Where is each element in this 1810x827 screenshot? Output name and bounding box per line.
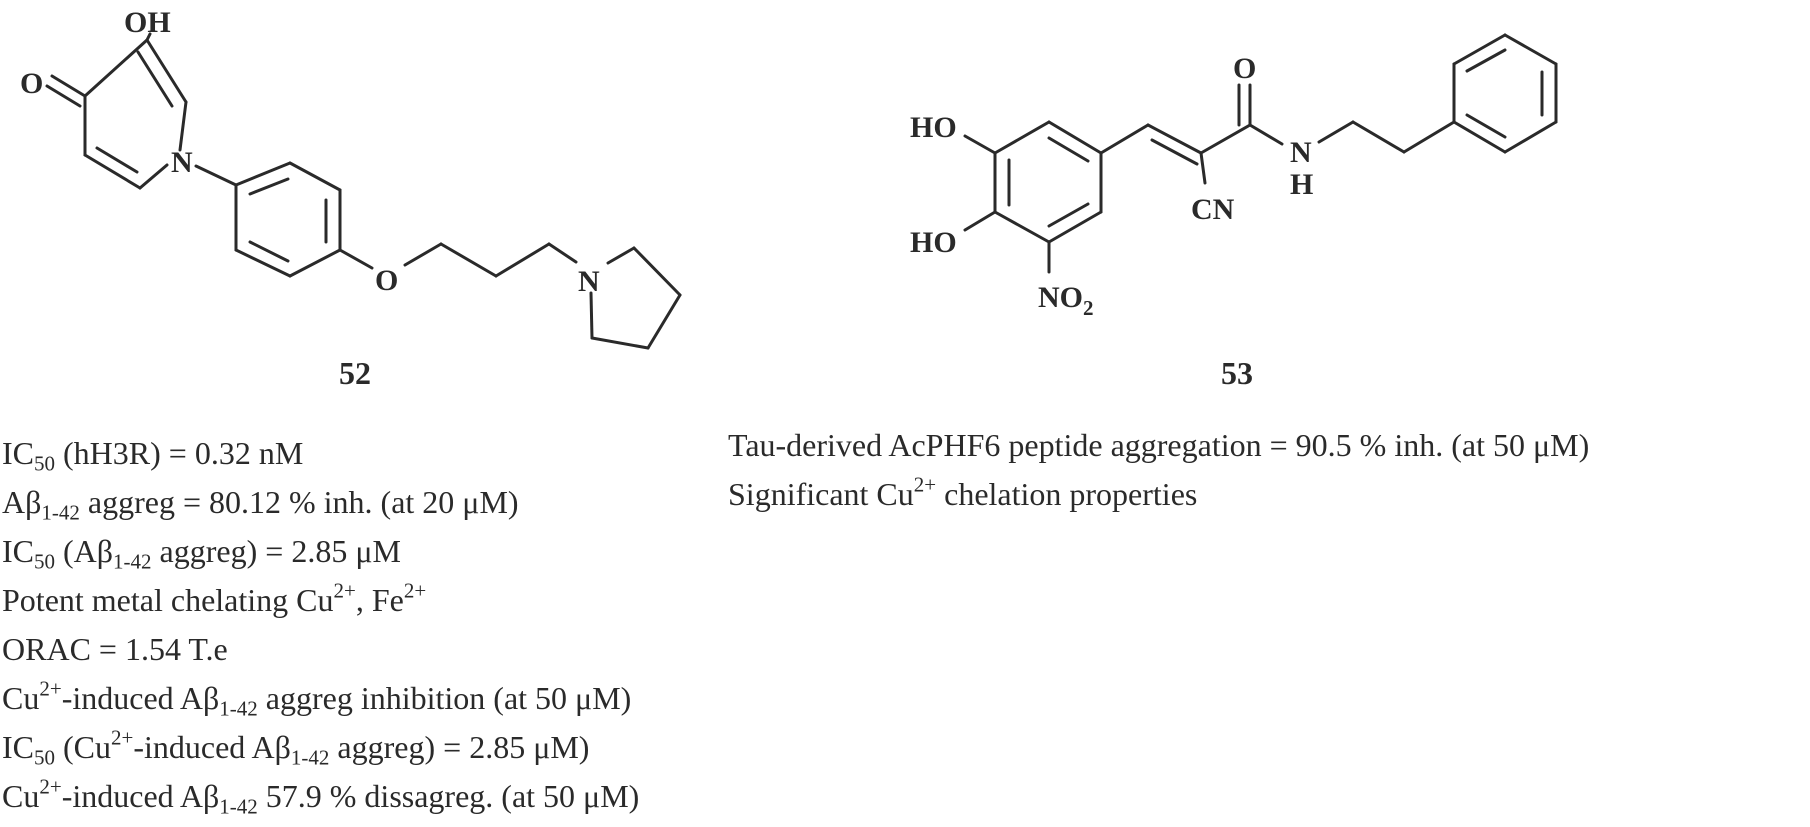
property-text: aggreg = 80.12 % inh. (at 20 μM) <box>79 484 519 520</box>
compound-53-properties: Tau-derived AcPHF6 peptide aggregation =… <box>728 421 1589 519</box>
atom-o-keto: O <box>20 67 43 100</box>
atom-n-pyrrolidine: N <box>578 265 600 298</box>
superscript: 2+ <box>333 578 356 603</box>
property-text: IC <box>2 729 34 765</box>
property-line: Significant Cu2+ chelation properties <box>728 470 1589 519</box>
property-text: (hH3R) = 0.32 nM <box>55 435 304 471</box>
compound-53-structure: HO HO NO2 CN O N H <box>910 33 1558 320</box>
property-text: aggreg) = 2.85 μM) <box>329 729 590 765</box>
property-text: Tau-derived AcPHF6 peptide aggregation =… <box>728 427 1590 463</box>
property-text: aggreg inhibition (at 50 μM) <box>257 680 632 716</box>
atom-o-amide: O <box>1233 52 1256 85</box>
subscript: 1-42 <box>219 794 258 819</box>
superscript: 2+ <box>403 578 427 603</box>
property-line: Potent metal chelating Cu2+, Fe2+ <box>2 576 639 625</box>
property-text: (Aβ <box>55 533 114 569</box>
property-line: IC50 (Aβ1-42 aggreg) = 2.85 μM <box>2 527 639 576</box>
atom-no2: NO2 <box>1038 281 1094 320</box>
property-text: , Fe <box>355 582 404 618</box>
property-line: Cu2+-induced Aβ1-42 57.9 % dissagreg. (a… <box>2 772 639 821</box>
atom-h-amide: H <box>1290 168 1313 201</box>
atom-cn: CN <box>1191 193 1235 226</box>
compound-53-label: 53 <box>1221 355 1253 391</box>
property-line: Tau-derived AcPHF6 peptide aggregation =… <box>728 421 1589 470</box>
property-line: IC50 (hH3R) = 0.32 nM <box>2 429 639 478</box>
property-text: Cu <box>2 778 40 814</box>
superscript: 2+ <box>111 725 134 750</box>
subscript: 50 <box>34 745 55 770</box>
property-text: -induced Aβ <box>61 778 220 814</box>
property-text: ORAC = 1.54 T.e <box>2 631 228 667</box>
property-line: Cu2+-induced Aβ1-42 aggreg inhibition (a… <box>2 674 639 723</box>
atom-o-ether: O <box>375 264 398 297</box>
atom-n-pyridinone: N <box>171 146 193 179</box>
subscript: 1-42 <box>41 500 80 525</box>
property-text: -induced Aβ <box>133 729 291 765</box>
property-text: Significant Cu <box>728 476 914 512</box>
superscript: 2+ <box>39 774 62 799</box>
property-text: IC <box>2 435 34 471</box>
subscript: 50 <box>34 451 55 476</box>
atom-n-amide: N <box>1290 136 1312 169</box>
property-text: aggreg) = 2.85 μM <box>151 533 401 569</box>
compound-52-label: 52 <box>339 355 371 391</box>
superscript: 2+ <box>913 472 937 497</box>
property-line: Aβ1-42 aggreg = 80.12 % inh. (at 20 μM) <box>2 478 639 527</box>
subscript: 1-42 <box>219 696 258 721</box>
atom-ho-bottom: HO <box>910 226 957 259</box>
property-text: Aβ <box>2 484 42 520</box>
subscript: 1-42 <box>113 549 152 574</box>
compound-52-structure: OH O N O N <box>20 6 682 350</box>
atom-ho-top: HO <box>910 111 957 144</box>
property-text: IC <box>2 533 34 569</box>
superscript: 2+ <box>39 676 62 701</box>
property-text: -induced Aβ <box>61 680 220 716</box>
property-text: Potent metal chelating Cu <box>2 582 334 618</box>
property-line: ORAC = 1.54 T.e <box>2 625 639 674</box>
property-text: 57.9 % dissagreg. (at 50 μM) <box>257 778 640 814</box>
subscript: 50 <box>34 549 55 574</box>
subscript: 1-42 <box>290 745 330 770</box>
atom-oh: OH <box>124 6 171 39</box>
property-text: chelation properties <box>936 476 1198 512</box>
property-text: Cu <box>2 680 40 716</box>
property-line: IC50 (Cu2+-induced Aβ1-42 aggreg) = 2.85… <box>2 723 639 772</box>
property-text: (Cu <box>55 729 111 765</box>
